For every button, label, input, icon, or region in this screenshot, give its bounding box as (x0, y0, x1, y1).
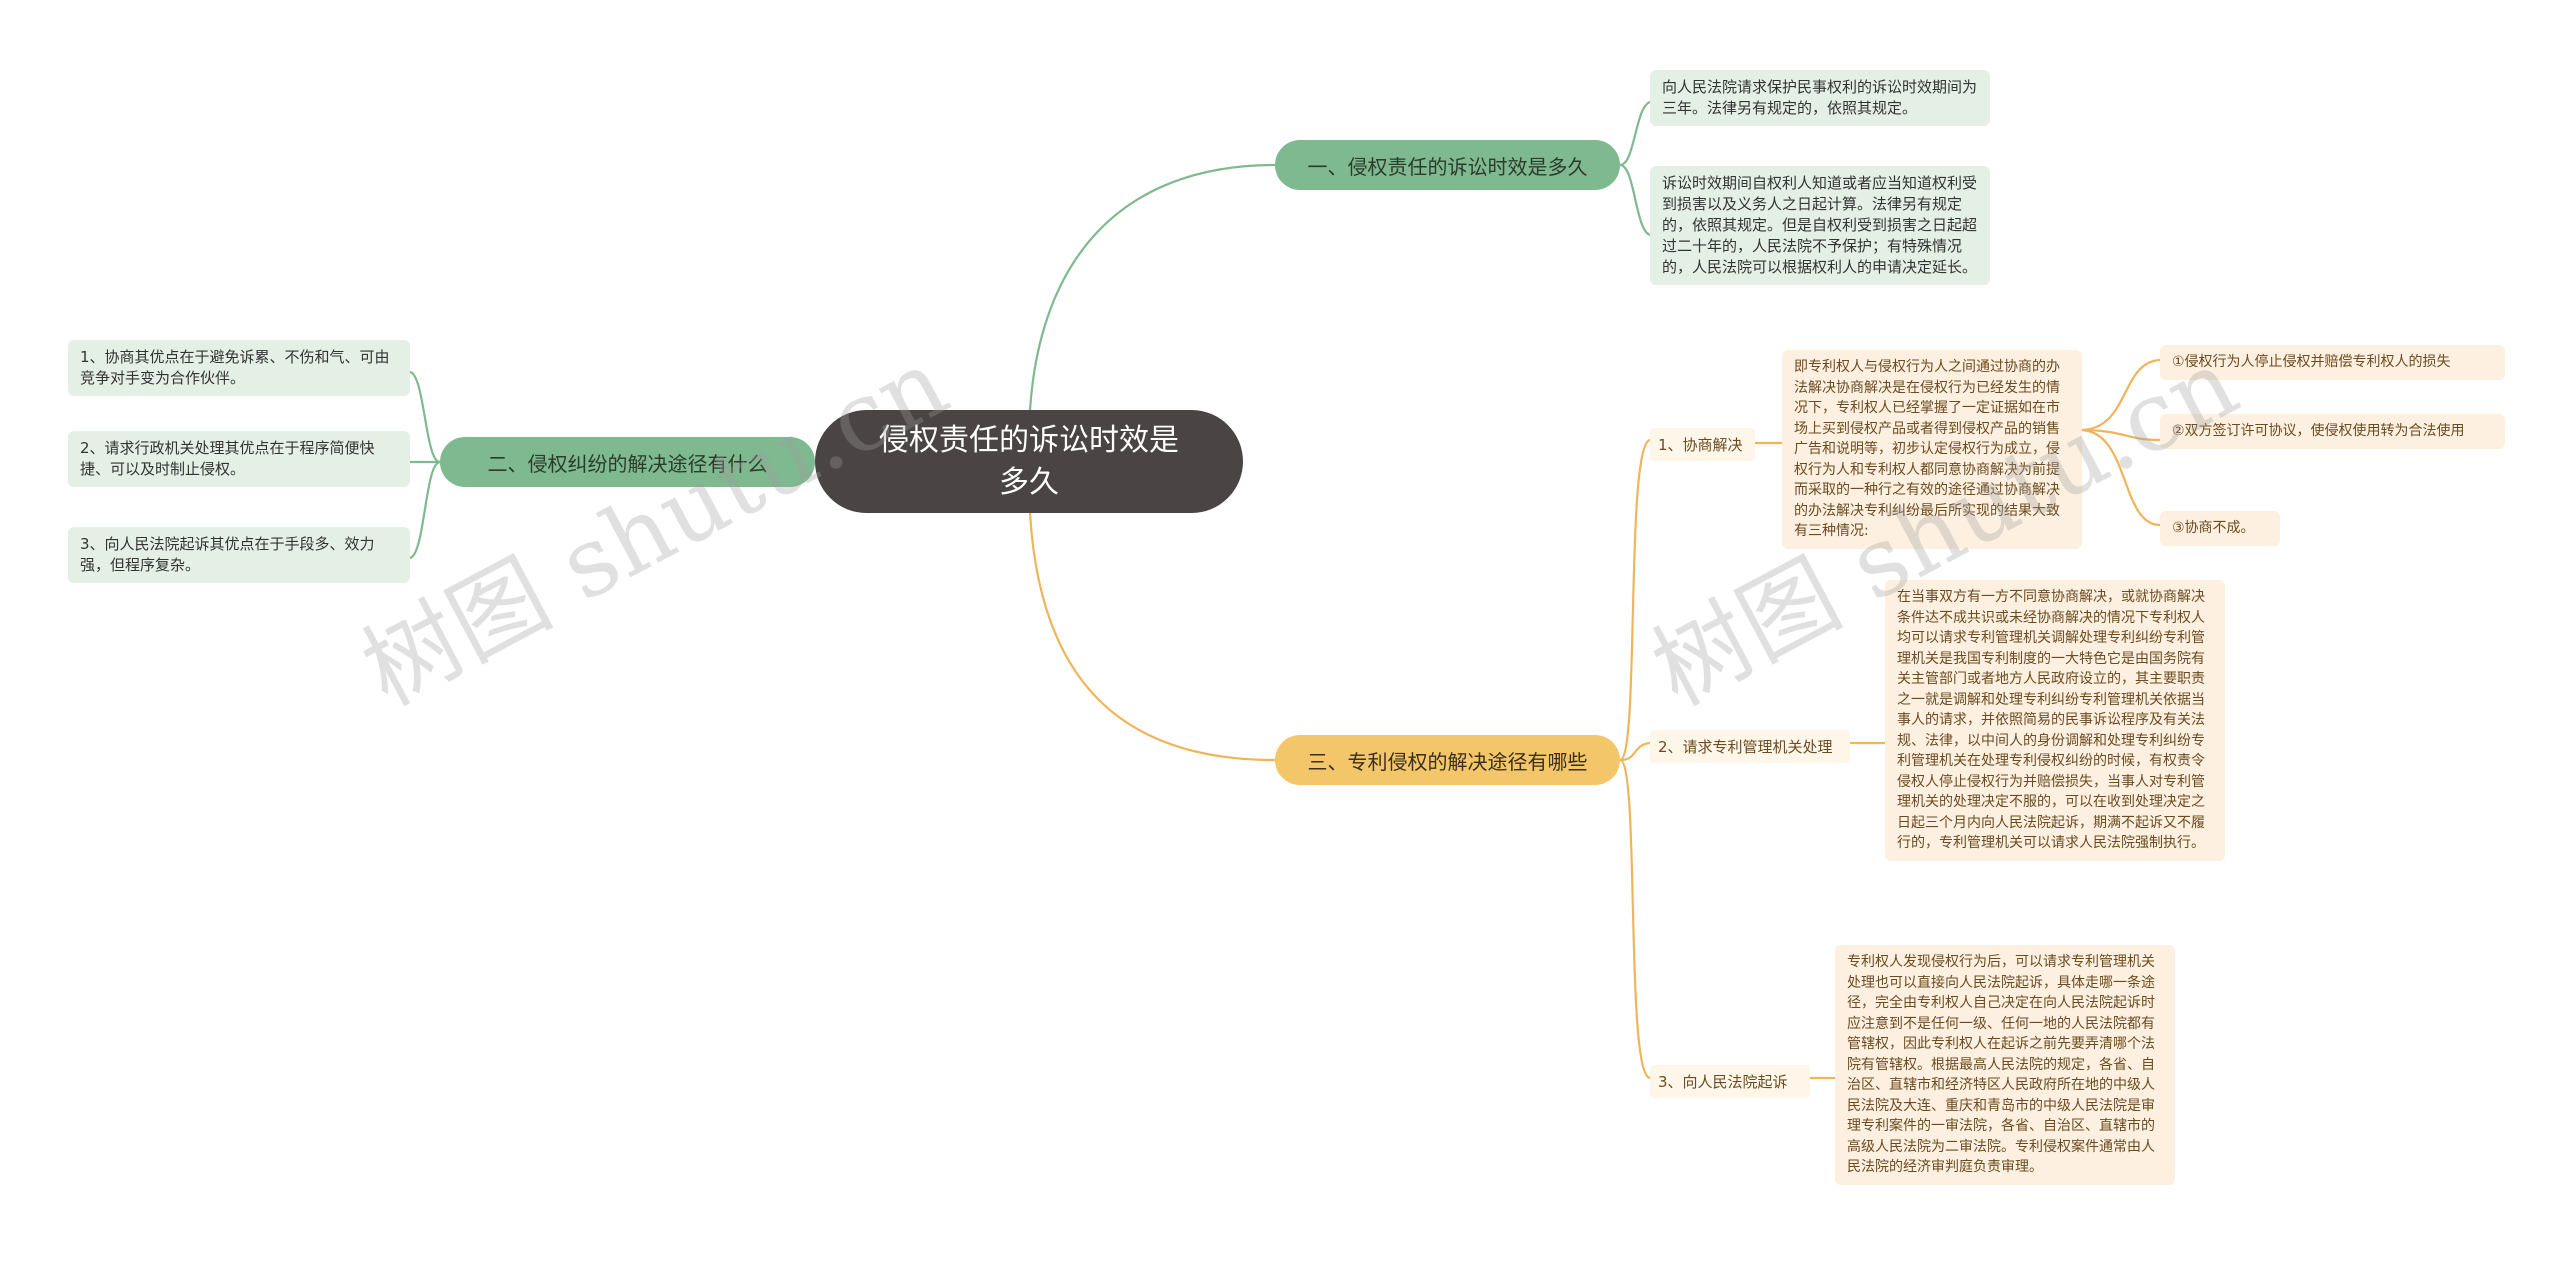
leaf-text: 即专利权人与侵权行为人之间通过协商的办法解决协商解决是在侵权行为已经发生的情况下… (1794, 359, 2060, 539)
leaf-negotiation[interactable]: 1、协商其优点在于避免诉累、不伤和气、可由竞争对手变为合作伙伴。 (68, 340, 410, 396)
sub-patent-office[interactable]: 2、请求专利管理机关处理 (1650, 730, 1850, 763)
leaf-text: 诉讼时效期间自权利人知道或者应当知道权利受到损害以及义务人之日起计算。法律另有规… (1662, 174, 1978, 276)
leaf-text: 2、请求行政机关处理其优点在于程序简便快捷、可以及时制止侵权。 (80, 439, 375, 478)
root-topic[interactable]: 侵权责任的诉讼时效是多久 (815, 410, 1243, 513)
result-stop-infringement[interactable]: ①侵权行为人停止侵权并赔偿专利权人的损失 (2160, 345, 2505, 380)
result-negotiation-fails[interactable]: ③协商不成。 (2160, 511, 2280, 546)
leaf-text: 1、协商其优点在于避免诉累、不伤和气、可由竞争对手变为合作伙伴。 (80, 348, 390, 387)
link-root-branch1 (1028, 163, 1276, 411)
leaf-text: 3、向人民法院起诉其优点在于手段多、效力强，但程序复杂。 (80, 535, 375, 574)
sub-negotiation-text[interactable]: 即专利权人与侵权行为人之间通过协商的办法解决协商解决是在侵权行为已经发生的情况下… (1782, 350, 2082, 549)
leaf-text: ③协商不成。 (2172, 520, 2255, 536)
sub-court-lawsuit[interactable]: 3、向人民法院起诉 (1650, 1065, 1810, 1098)
sub-negotiation[interactable]: 1、协商解决 (1650, 428, 1755, 461)
sub-label: 2、请求专利管理机关处理 (1658, 738, 1833, 756)
root-title: 侵权责任的诉讼时效是多久 (879, 422, 1179, 500)
leaf-lawsuit[interactable]: 3、向人民法院起诉其优点在于手段多、效力强，但程序复杂。 (68, 527, 410, 583)
leaf-text: 专利权人发现侵权行为后，可以请求专利管理机关处理也可以直接向人民法院起诉，具体走… (1847, 954, 2155, 1175)
leaf-text: ①侵权行为人停止侵权并赔偿专利权人的损失 (2172, 354, 2451, 370)
branch-patent-infringement[interactable]: 三、专利侵权的解决途径有哪些 (1275, 735, 1620, 785)
branch-dispute-resolution[interactable]: 二、侵权纠纷的解决途径有什么 (440, 437, 815, 487)
result-license-agreement[interactable]: ②双方签订许可协议，使侵权使用转为合法使用 (2160, 414, 2505, 449)
branch-limitation-period[interactable]: 一、侵权责任的诉讼时效是多久 (1275, 140, 1620, 190)
leaf-text: ②双方签订许可协议，使侵权使用转为合法使用 (2172, 423, 2465, 439)
leaf-period-start[interactable]: 诉讼时效期间自权利人知道或者应当知道权利受到损害以及义务人之日起计算。法律另有规… (1650, 166, 1990, 285)
link-root-branch3 (1028, 512, 1276, 762)
branch-label: 二、侵权纠纷的解决途径有什么 (487, 451, 768, 476)
sub-patent-office-text[interactable]: 在当事双方有一方不同意协商解决，或就协商解决条件达不成共识或未经协商解决的情况下… (1885, 580, 2225, 861)
leaf-text: 在当事双方有一方不同意协商解决，或就协商解决条件达不成共识或未经协商解决的情况下… (1897, 589, 2205, 851)
leaf-text: 向人民法院请求保护民事权利的诉讼时效期间为三年。法律另有规定的，依照其规定。 (1662, 78, 1978, 117)
leaf-administrative[interactable]: 2、请求行政机关处理其优点在于程序简便快捷、可以及时制止侵权。 (68, 431, 410, 487)
sub-label: 1、协商解决 (1658, 436, 1743, 454)
branch-label: 一、侵权责任的诉讼时效是多久 (1307, 154, 1588, 179)
leaf-three-years[interactable]: 向人民法院请求保护民事权利的诉讼时效期间为三年。法律另有规定的，依照其规定。 (1650, 70, 1990, 126)
sub-court-lawsuit-text[interactable]: 专利权人发现侵权行为后，可以请求专利管理机关处理也可以直接向人民法院起诉，具体走… (1835, 945, 2175, 1185)
sub-label: 3、向人民法院起诉 (1658, 1073, 1788, 1091)
branch-label: 三、专利侵权的解决途径有哪些 (1307, 749, 1588, 774)
